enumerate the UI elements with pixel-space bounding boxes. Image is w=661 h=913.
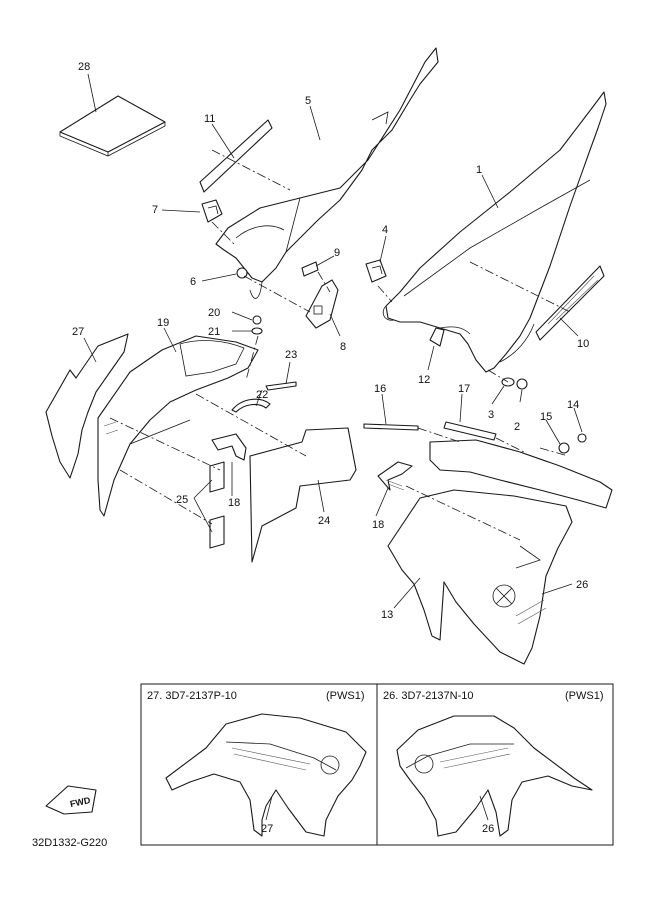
callout-11: 11 bbox=[204, 113, 215, 125]
part-12-tab bbox=[429, 327, 445, 347]
callout-23: 23 bbox=[285, 349, 297, 361]
callout-16: 16 bbox=[374, 383, 386, 395]
part-22-arc bbox=[231, 398, 271, 413]
part-24-sheet bbox=[249, 427, 357, 563]
callout-19: 19 bbox=[157, 317, 169, 329]
alignment-lines bbox=[109, 149, 571, 541]
part-25-pads bbox=[209, 461, 225, 549]
part-27-shroud-left bbox=[45, 333, 129, 479]
part-scoop-right bbox=[429, 439, 613, 509]
callout-7: 7 bbox=[152, 204, 158, 216]
callout-27: 27 bbox=[72, 326, 84, 338]
callout-25: 25 bbox=[176, 494, 188, 506]
fwd-arrow-icon: FWD bbox=[45, 785, 97, 815]
callout-22: 22 bbox=[256, 389, 268, 401]
part-11-strip bbox=[199, 119, 273, 193]
variant-27-title: 27. 3D7-2137P-10 bbox=[147, 690, 237, 702]
variant-26-title: 26. 3D7-2137N-10 bbox=[383, 690, 474, 702]
callout-1: 1 bbox=[476, 164, 482, 176]
callout-17: 17 bbox=[458, 383, 470, 395]
leader-lines bbox=[83, 73, 583, 609]
callout-12: 12 bbox=[418, 374, 430, 386]
part-23-clip bbox=[265, 381, 297, 391]
variant-27-tag: (PWS1) bbox=[326, 690, 365, 702]
part-28-booklet bbox=[59, 95, 166, 157]
variant-box-26: 26. 3D7-2137N-10 (PWS1) 26 bbox=[376, 683, 614, 846]
callout-21: 21 bbox=[208, 326, 220, 338]
callout-2: 2 bbox=[514, 421, 520, 433]
part-18-bracket-left bbox=[211, 433, 247, 461]
variant-27-callout: 27 bbox=[261, 823, 273, 835]
drawing-code: 32D1332-G220 bbox=[32, 837, 107, 849]
callout-labels: 28 11 5 7 1 4 9 6 20 21 27 19 8 10 12 23… bbox=[72, 61, 589, 621]
part-18-bracket-right bbox=[377, 461, 413, 491]
part-17-strip bbox=[443, 421, 497, 441]
callout-26: 26 bbox=[576, 579, 588, 591]
callout-13: 13 bbox=[381, 609, 393, 621]
variant-26-callout: 26 bbox=[482, 823, 494, 835]
callout-14: 14 bbox=[567, 399, 579, 411]
callout-18-right: 18 bbox=[372, 519, 384, 531]
callout-3: 3 bbox=[488, 409, 494, 421]
callout-20: 20 bbox=[208, 307, 220, 319]
callout-5: 5 bbox=[305, 95, 311, 107]
part-7-grommet bbox=[201, 199, 223, 223]
callout-6: 6 bbox=[190, 276, 196, 288]
callout-18-left: 18 bbox=[228, 497, 240, 509]
part-5-side-cover-left bbox=[215, 47, 439, 299]
part-13-shroud-right bbox=[387, 489, 573, 665]
fwd-label: FWD bbox=[69, 795, 92, 809]
callout-8: 8 bbox=[340, 341, 346, 353]
part-19-scoop-left bbox=[97, 335, 259, 517]
callout-9: 9 bbox=[334, 247, 340, 259]
variant-box-27: 27. 3D7-2137P-10 (PWS1) 27 bbox=[140, 683, 378, 846]
callout-10: 10 bbox=[577, 338, 589, 350]
callout-4: 4 bbox=[382, 224, 388, 236]
variant-26-tag: (PWS1) bbox=[565, 690, 604, 702]
callout-24: 24 bbox=[318, 515, 330, 527]
part-4-grommet bbox=[365, 259, 387, 283]
part-10-decal-strip bbox=[535, 265, 605, 341]
callout-28: 28 bbox=[78, 61, 90, 73]
callout-15: 15 bbox=[540, 411, 552, 423]
part-1-side-cover-right bbox=[382, 91, 607, 373]
part-16-strip bbox=[363, 423, 419, 431]
